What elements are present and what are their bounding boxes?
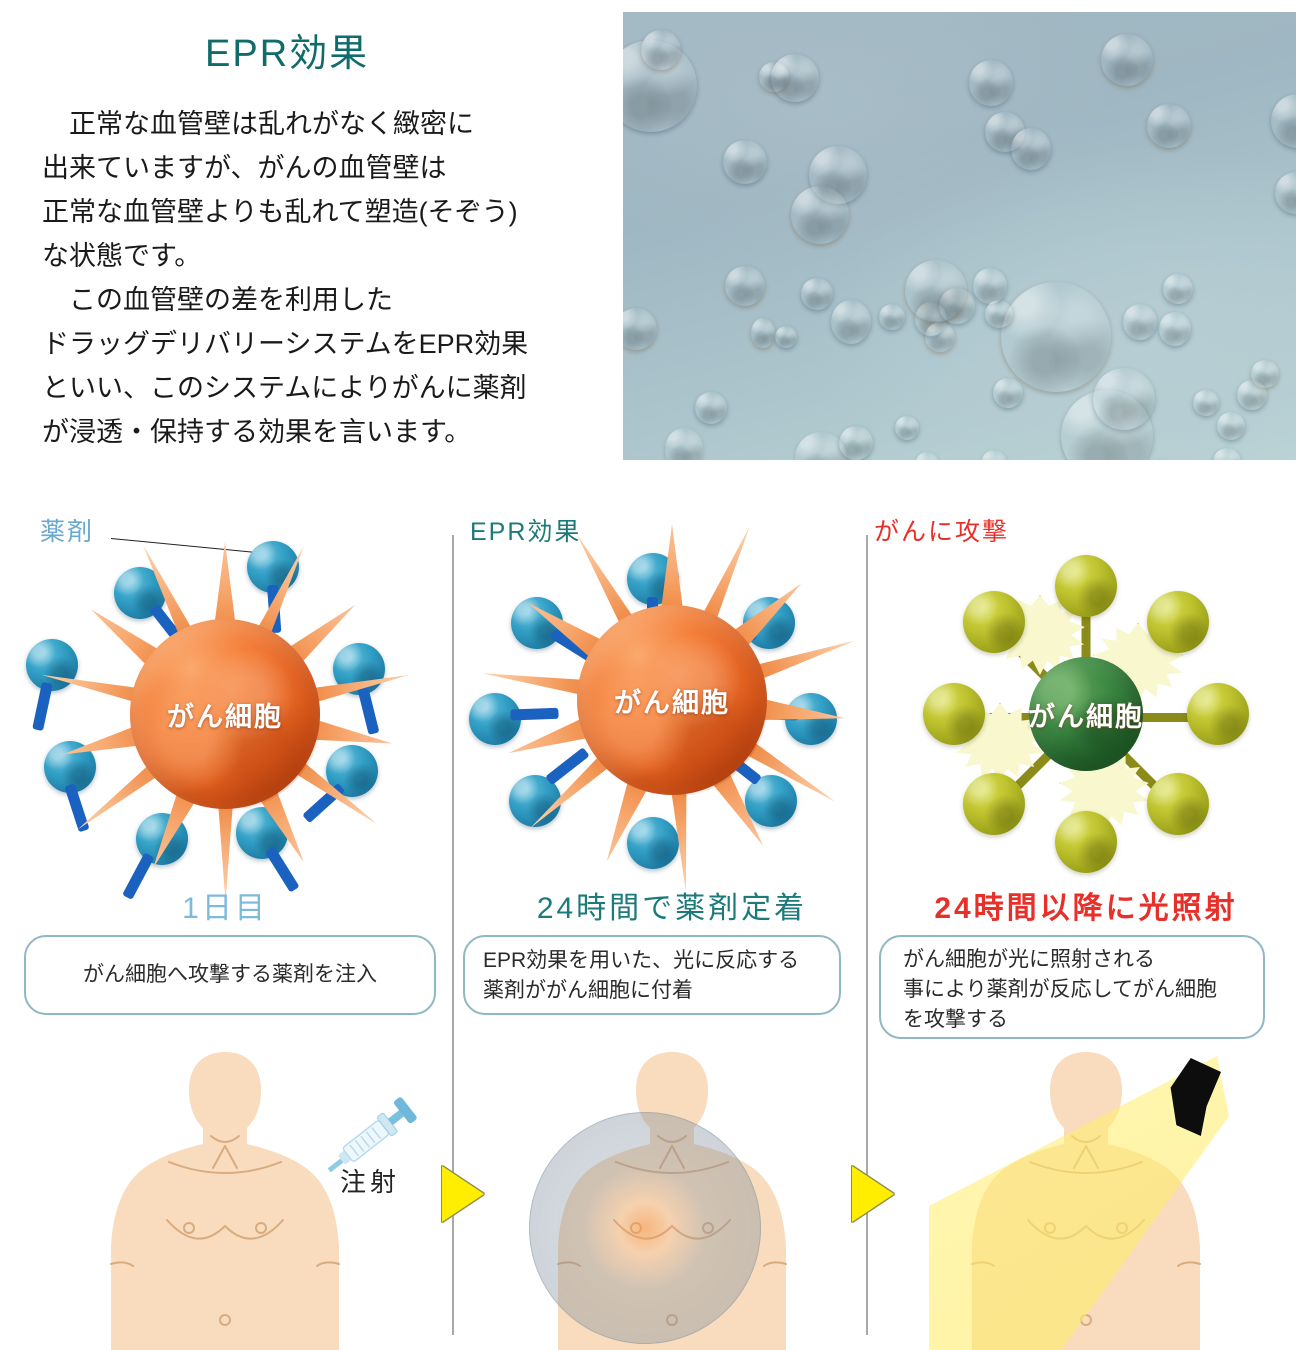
drug-callout-label: 薬剤 — [40, 518, 95, 546]
panel-divider — [452, 535, 454, 1335]
syringe-label: 注射 — [340, 1167, 401, 1197]
flow-arrow — [852, 1166, 894, 1222]
flow-arrow — [442, 1166, 484, 1222]
drug-particle — [750, 693, 837, 745]
intro-section: EPR効果 正常な血管壁は乱れがなく緻密に 出来ていますが、がんの血管壁は 正常… — [0, 0, 1300, 480]
stage-description-box: がん細胞へ攻撃する薬剤を注入 — [24, 935, 436, 1015]
activated-drug-particle — [923, 683, 985, 745]
intro-line: が浸透・保持する効果を言います。 — [42, 417, 472, 447]
intro-line: 出来ていますが、がんの血管壁は — [42, 153, 447, 183]
stage-panel-2: EPR効果 — [455, 490, 889, 1350]
treatment-stages-section: 薬剤 — [0, 490, 1300, 1350]
drug-particle — [717, 747, 797, 827]
description-line: 薬剤ががん細胞に付着 — [483, 979, 693, 1002]
drug-particle — [114, 567, 188, 649]
intro-line: この血管壁の差を利用した — [42, 285, 393, 315]
cancer-cell-illustration-light: がん細胞 — [869, 545, 1300, 885]
drug-accumulation-overlay — [529, 1112, 761, 1344]
activated-drug-particle — [1055, 811, 1117, 873]
page-title: EPR効果 — [205, 33, 370, 75]
stage-title: 24時間以降に光照射 — [934, 892, 1238, 925]
stage-title: 1日目 — [182, 892, 268, 925]
epr-effect-label: EPR効果 — [470, 518, 582, 546]
description-line: 事により薬剤が反応してがん細胞 — [903, 978, 1217, 1001]
activated-drug-particle — [1187, 683, 1249, 745]
panel-divider — [866, 535, 868, 1335]
activated-drug-particle — [1055, 555, 1117, 617]
drug-particle — [469, 693, 559, 745]
drug-particle — [509, 747, 590, 827]
patient-figure-day1 — [8, 1050, 442, 1350]
activated-drug-particle — [963, 773, 1025, 835]
intro-line: な状態です。 — [42, 241, 202, 271]
cancer-cell-illustration-24h: がん細胞 — [455, 545, 889, 885]
patient-figure-light — [869, 1050, 1300, 1350]
intro-paragraph: 正常な血管壁は乱れがなく緻密に 出来ていますが、がんの血管壁は 正常な血管壁より… — [42, 102, 602, 454]
intro-line: 正常な血管壁は乱れがなく緻密に — [42, 109, 474, 139]
cancer-cell-body-group: がん細胞 — [114, 603, 336, 825]
activated-drug-particle — [1147, 591, 1209, 653]
description-line: がん細胞が光に照射される — [903, 948, 1155, 971]
intro-line: といい、このシステムによりがんに薬剤 — [42, 373, 527, 403]
stage-description-box: EPR効果を用いた、光に反応する 薬剤ががん細胞に付着 — [463, 935, 841, 1015]
cancer-cell-illustration-day1: がん細胞 — [8, 541, 442, 885]
drug-particle — [247, 541, 299, 634]
syringe-icon — [304, 1090, 434, 1200]
treated-cell-group: がん細胞 — [869, 545, 1300, 885]
intro-line: 正常な血管壁よりも乱れて塑造(そぞう) — [42, 197, 518, 227]
drug-particle — [44, 741, 96, 833]
description-line: EPR効果を用いた、光に反応する — [483, 949, 800, 972]
patient-figure-24h — [455, 1050, 889, 1350]
activated-drug-particle — [1147, 773, 1209, 835]
intro-line: ドラッグデリバリーシステムをEPR効果 — [42, 329, 529, 359]
cancer-cell-body-group: がん細胞 — [559, 587, 785, 813]
stage-panel-3: がんに攻撃 がん細胞 — [869, 490, 1300, 1350]
cancer-cells-microscopy-photo — [623, 12, 1296, 460]
attack-cancer-label: がんに攻撃 — [874, 518, 1010, 546]
stage-description-box: がん細胞が光に照射される 事により薬剤が反応してがん細胞 を攻撃する — [879, 935, 1265, 1039]
human-torso-svg — [110, 1052, 340, 1350]
description-line: を攻撃する — [903, 1008, 1008, 1031]
drug-particle — [627, 729, 679, 869]
activated-drug-particle — [963, 591, 1025, 653]
description-line: がん細胞へ攻撃する薬剤を注入 — [83, 963, 377, 986]
stage-title: 24時間で薬剤定着 — [536, 892, 808, 925]
stage-panel-1: 薬剤 — [8, 490, 442, 1350]
drug-particle — [302, 745, 378, 824]
